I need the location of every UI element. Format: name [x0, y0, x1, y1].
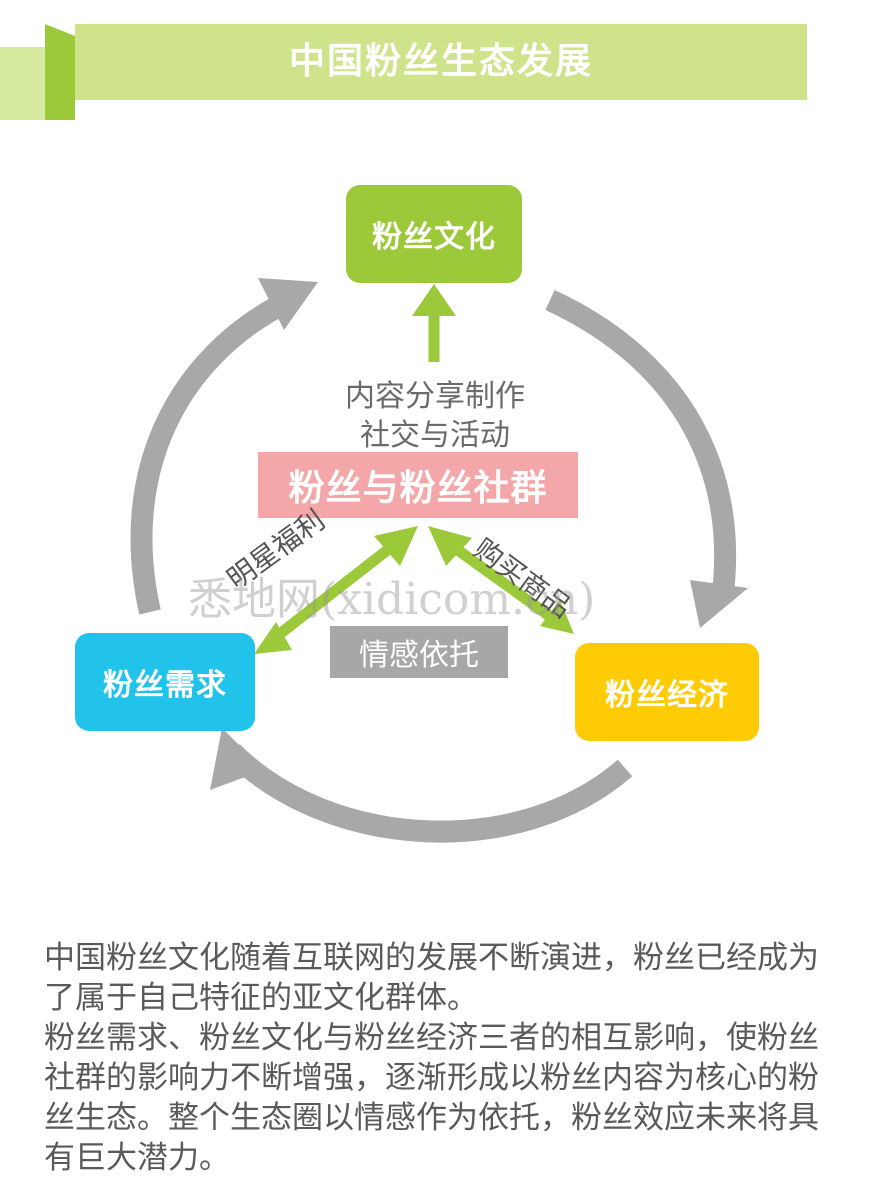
- banner-shape: [0, 24, 807, 120]
- center-fan-community: 粉丝与粉丝社群: [258, 452, 578, 518]
- node-fan-economy: 粉丝经济: [575, 643, 759, 741]
- watermark: 悉地网(xidicom.cn): [188, 574, 596, 625]
- description-paragraph-2: 粉丝需求、粉丝文化与粉丝经济三者的相互影响，使粉丝社群的影响力不断增强，逐渐形成…: [44, 1020, 819, 1176]
- title-banner: 中国粉丝生态发展: [0, 22, 869, 122]
- cycle-arrowhead-1: [258, 278, 318, 330]
- cycle-arrowhead-2: [690, 580, 748, 628]
- node-fan-demand: 粉丝需求: [75, 633, 255, 731]
- arrowhead-center-left: [374, 526, 418, 566]
- node-fan-culture: 粉丝文化: [346, 185, 522, 283]
- page-title: 中国粉丝生态发展: [288, 41, 593, 82]
- emotion-support-box: 情感依托: [330, 626, 508, 678]
- cycle-arrow-culture-to-economy: [545, 290, 737, 602]
- cycle-arrow-economy-to-demand: [224, 744, 633, 843]
- arrowhead-economy: [540, 600, 574, 634]
- arrowhead-culture: [412, 284, 456, 316]
- arrow-economy-center: [451, 543, 559, 625]
- arrowhead-demand: [254, 622, 292, 654]
- cycle-diagram: [130, 278, 748, 843]
- arrow-demand-center: [268, 543, 394, 645]
- center-caption-line-2: 社交与活动: [360, 418, 510, 453]
- cycle-arrow-demand-to-culture: [130, 290, 295, 615]
- cycle-arrowhead-3: [210, 728, 264, 790]
- center-caption-line-1: 内容分享制作: [345, 379, 525, 414]
- arrowhead-center-right: [428, 526, 472, 566]
- description-paragraph-1: 中国粉丝文化随着互联网的发展不断演进，粉丝已经成为了属于自己特征的亚文化群体。: [44, 940, 819, 1016]
- description: 中国粉丝文化随着互联网的发展不断演进，粉丝已经成为了属于自己特征的亚文化群体。 …: [44, 938, 834, 1178]
